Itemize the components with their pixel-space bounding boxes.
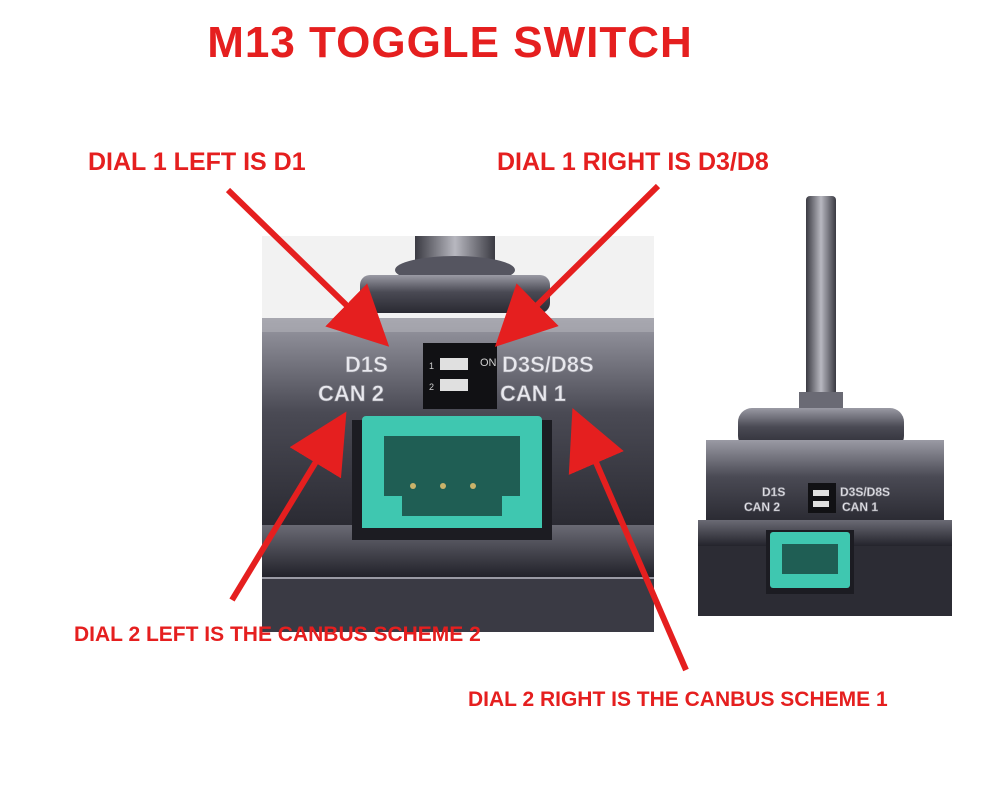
closeup-photo: ON 1 2 D1S CAN 2 D3S/D8S CAN 1 xyxy=(262,236,654,632)
product-photo: D1S CAN 2 D3S/D8S CAN 1 xyxy=(698,196,952,616)
closeup-d1s-label: D1S xyxy=(345,352,388,377)
dip-on-label: ON xyxy=(480,357,497,369)
dip-switch xyxy=(423,343,497,409)
arrow-dial2-right xyxy=(568,407,689,672)
product-d3s-label: D3S/D8S xyxy=(840,485,890,499)
callout-dial1-right: DIAL 1 RIGHT IS D3/D8 xyxy=(497,148,769,176)
arrows xyxy=(225,183,689,672)
arrow-dial2-left xyxy=(229,411,347,602)
dip-1-label: 1 xyxy=(429,361,434,371)
closeup-can2-label: CAN 2 xyxy=(318,381,384,406)
arrow-dial1-left xyxy=(225,187,390,347)
page-title: M13 TOGGLE SWITCH xyxy=(207,18,693,67)
closeup-d3s-label: D3S/D8S xyxy=(502,352,594,377)
arrow-dial1-right xyxy=(494,183,661,347)
dip-2-label: 2 xyxy=(429,382,434,392)
closeup-can1-label: CAN 1 xyxy=(500,381,566,406)
callout-dial2-right: DIAL 2 RIGHT IS THE CANBUS SCHEME 1 xyxy=(468,688,888,711)
callout-dial2-left: DIAL 2 LEFT IS THE CANBUS SCHEME 2 xyxy=(74,623,481,646)
callout-dial1-left: DIAL 1 LEFT IS D1 xyxy=(88,148,306,176)
product-d1s-label: D1S xyxy=(762,485,785,499)
product-can2-label: CAN 2 xyxy=(744,500,780,514)
closeup-connector xyxy=(352,416,552,540)
product-can1-label: CAN 1 xyxy=(842,500,878,514)
